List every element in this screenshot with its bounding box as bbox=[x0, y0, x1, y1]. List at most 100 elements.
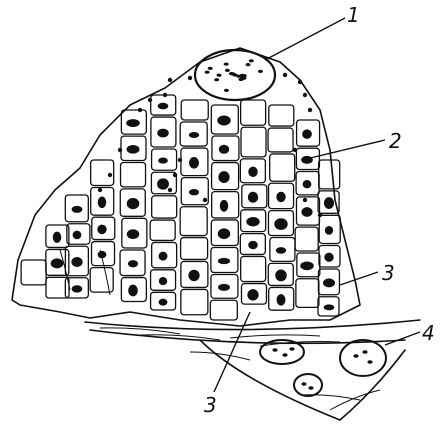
granule bbox=[298, 80, 302, 84]
label-3-right: 3 bbox=[382, 261, 395, 285]
cell-nucleus bbox=[128, 285, 138, 297]
cell-nucleus bbox=[276, 192, 285, 202]
cell-nucleus bbox=[159, 277, 167, 285]
cell bbox=[241, 100, 266, 125]
cell-nucleus bbox=[324, 197, 334, 209]
pore-granule bbox=[229, 72, 234, 75]
cell bbox=[180, 207, 207, 236]
granule bbox=[188, 76, 192, 80]
fiber-strand bbox=[190, 352, 250, 360]
cell-nucleus bbox=[301, 207, 312, 217]
pore-granule bbox=[205, 71, 210, 74]
cell-nucleus bbox=[128, 260, 138, 267]
cell-nucleus bbox=[218, 284, 230, 291]
blood-vessels bbox=[260, 340, 386, 396]
cell-nucleus bbox=[220, 200, 228, 212]
cell-nucleus bbox=[248, 241, 258, 249]
cell-nucleus bbox=[247, 289, 258, 300]
granule bbox=[148, 98, 152, 102]
cell-nucleus bbox=[248, 167, 257, 177]
cell bbox=[150, 220, 175, 240]
cell-nucleus bbox=[217, 115, 230, 125]
vessel-granule bbox=[362, 350, 367, 354]
cell-nucleus bbox=[303, 180, 312, 188]
granule bbox=[303, 93, 307, 97]
vessel-granule bbox=[272, 348, 277, 352]
granule bbox=[118, 148, 122, 152]
cell-nucleus bbox=[324, 253, 333, 262]
cell bbox=[319, 160, 340, 189]
granule bbox=[98, 188, 102, 192]
granule bbox=[308, 108, 312, 112]
cell bbox=[241, 127, 266, 157]
cell-nucleus bbox=[72, 206, 83, 213]
granule bbox=[203, 198, 207, 202]
cell-nucleus bbox=[246, 217, 259, 226]
cell-nucleus bbox=[274, 218, 287, 230]
vessel-granule bbox=[282, 353, 287, 357]
cell-nucleus bbox=[189, 189, 199, 195]
cell-nucleus bbox=[218, 171, 229, 183]
cell bbox=[210, 300, 237, 320]
connective-edge bbox=[340, 350, 405, 420]
granule bbox=[173, 173, 177, 177]
pore-granule bbox=[224, 89, 229, 92]
cell-nucleus bbox=[323, 278, 335, 287]
cell-nucleus bbox=[159, 299, 168, 306]
cell-nucleus bbox=[72, 285, 83, 292]
label-3-bottom: 3 bbox=[204, 393, 217, 417]
pore-granule bbox=[246, 63, 251, 66]
cell-nucleus bbox=[158, 158, 168, 164]
cell bbox=[181, 238, 208, 260]
cell-nucleus bbox=[97, 225, 106, 235]
cell bbox=[296, 279, 319, 308]
cell bbox=[21, 260, 46, 285]
cell bbox=[181, 100, 208, 120]
vessel-granule bbox=[367, 360, 372, 364]
cell bbox=[269, 105, 294, 126]
cell-nucleus bbox=[157, 129, 169, 138]
pore-granule bbox=[224, 62, 229, 65]
connective-lower bbox=[200, 340, 340, 420]
granule bbox=[303, 198, 307, 202]
label-1: 1 bbox=[347, 3, 360, 27]
cell-nucleus bbox=[127, 198, 140, 209]
cell bbox=[181, 289, 208, 314]
granule bbox=[168, 78, 172, 82]
cell-nucleus bbox=[302, 129, 312, 139]
granule bbox=[163, 93, 167, 97]
cell-nucleus bbox=[51, 258, 64, 268]
cell-nucleus bbox=[126, 145, 139, 154]
cell bbox=[90, 268, 113, 293]
fiber-strand bbox=[230, 335, 320, 338]
label-4: 4 bbox=[422, 321, 435, 345]
cell-nucleus bbox=[157, 178, 169, 189]
cell-nucleus bbox=[158, 103, 169, 110]
cell-nucleus bbox=[73, 231, 82, 240]
cell-nucleus bbox=[98, 197, 106, 209]
granule bbox=[168, 188, 172, 192]
cell-nucleus bbox=[159, 252, 168, 261]
cell-nucleus bbox=[324, 304, 335, 310]
vessel-granule bbox=[308, 386, 313, 390]
pore-granule bbox=[258, 70, 263, 73]
cell bbox=[91, 160, 114, 185]
cell-nucleus bbox=[248, 192, 258, 203]
cell-nucleus bbox=[71, 257, 82, 267]
cell-nucleus bbox=[189, 132, 199, 138]
pore-granule bbox=[214, 78, 219, 81]
granule bbox=[318, 213, 322, 217]
granules bbox=[51, 73, 335, 311]
vessel-granule bbox=[289, 347, 294, 351]
pore-granule bbox=[208, 67, 213, 70]
cell-nucleus bbox=[127, 229, 139, 239]
vessel-granule bbox=[353, 354, 358, 358]
cell-nucleus bbox=[300, 262, 314, 271]
cell bbox=[268, 128, 293, 152]
granule bbox=[293, 148, 297, 152]
cell bbox=[241, 256, 266, 281]
cell bbox=[295, 227, 318, 251]
taste-pore bbox=[195, 50, 275, 100]
